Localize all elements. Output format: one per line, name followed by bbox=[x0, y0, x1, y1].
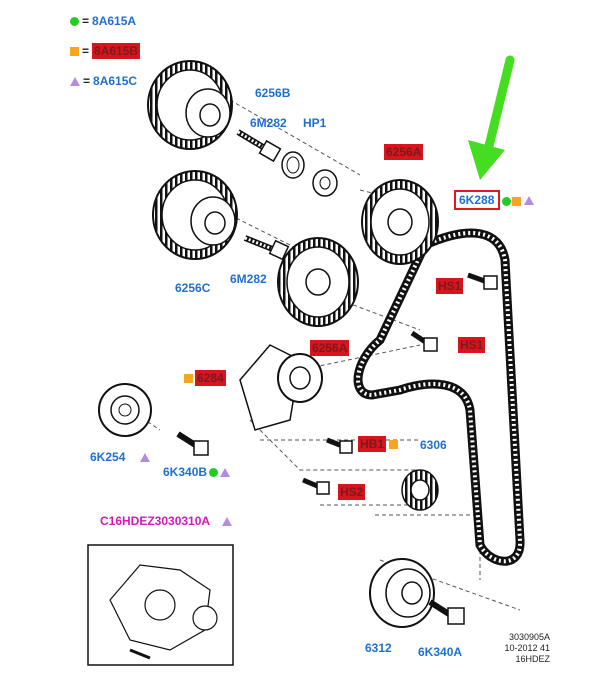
label-6k288: 6K288 bbox=[459, 193, 495, 207]
legend-row-a: =8A615A bbox=[70, 14, 136, 28]
label-6k340a: 6K340A bbox=[418, 645, 463, 659]
label-6256c: 6256C bbox=[175, 281, 211, 295]
reference-line: 3030905A bbox=[508, 632, 550, 642]
cam-pulley-6256b bbox=[147, 60, 233, 150]
orange-square-icon bbox=[389, 440, 398, 449]
label-6284: 6284 bbox=[195, 370, 226, 386]
purple-triangle-icon bbox=[220, 468, 230, 477]
reference-code: 3030905A 10-2012 41 16HDEZ bbox=[478, 632, 550, 665]
label-kit: C16HDEZ3030310A bbox=[100, 514, 211, 528]
tensioner-6284 bbox=[239, 344, 323, 431]
bolt-hs2 bbox=[302, 477, 330, 495]
cam-pulley-6256a-middle bbox=[277, 237, 359, 327]
green-arrow-icon bbox=[468, 55, 515, 180]
legend-code: 8A615B bbox=[92, 43, 141, 59]
highlight-box-6k288 bbox=[454, 190, 500, 210]
legend-code: 8A615A bbox=[92, 14, 137, 28]
label-6256a-middle: 6256A bbox=[310, 340, 350, 356]
orange-square-icon bbox=[512, 197, 521, 206]
purple-triangle-icon bbox=[222, 517, 232, 526]
legend-eq: = bbox=[82, 44, 90, 58]
bolt-6m282-top bbox=[236, 129, 282, 163]
label-6m282-bottom: 6M282 bbox=[230, 272, 267, 286]
washer-hp1 bbox=[281, 151, 338, 197]
pulley-6312 bbox=[369, 558, 435, 628]
orange-square-icon bbox=[184, 374, 193, 383]
label-6m282-top: 6M282 bbox=[250, 116, 287, 130]
label-hb1: HB1 bbox=[358, 436, 387, 452]
reference-line: 10-2012 41 bbox=[504, 643, 550, 653]
cam-pulley-6256c bbox=[152, 170, 238, 260]
water-pump-kit-box bbox=[87, 544, 234, 666]
label-6k254: 6K254 bbox=[90, 450, 126, 464]
purple-triangle-icon bbox=[140, 453, 150, 462]
legend-eq: = bbox=[82, 14, 90, 28]
label-6k340b: 6K340B bbox=[163, 465, 208, 479]
timing-belt bbox=[353, 228, 525, 566]
legend-code: 8A615C bbox=[93, 74, 138, 88]
legend-eq: = bbox=[83, 74, 91, 88]
bolt-hs1-upper bbox=[467, 272, 498, 290]
green-dot-icon bbox=[209, 468, 218, 477]
orange-square-icon bbox=[70, 47, 79, 57]
legend-row-c: =8A615C bbox=[70, 74, 137, 88]
bolt-6k340a bbox=[428, 599, 465, 625]
label-hs1-upper: HS1 bbox=[436, 278, 464, 294]
reference-line: 16HDEZ bbox=[515, 654, 550, 664]
bolt-hb1 bbox=[326, 437, 353, 454]
label-hp1: HP1 bbox=[303, 116, 327, 130]
purple-triangle-icon bbox=[524, 196, 534, 205]
bolt-6m282-bottom bbox=[243, 235, 290, 261]
bolt-6k340b bbox=[176, 431, 209, 456]
idler-6k254 bbox=[98, 383, 152, 437]
green-dot-icon bbox=[70, 17, 79, 27]
label-6312: 6312 bbox=[365, 641, 392, 655]
green-dot-icon bbox=[502, 197, 511, 206]
legend-row-b: =8A615B bbox=[70, 43, 141, 59]
cam-pulley-6256a-right bbox=[361, 179, 439, 265]
bolt-hs1-lower bbox=[410, 330, 438, 352]
crank-pulley-6306 bbox=[401, 469, 439, 511]
label-6256b: 6256B bbox=[255, 86, 291, 100]
label-6256a-top: 6256A bbox=[384, 144, 424, 160]
label-6306: 6306 bbox=[420, 438, 447, 452]
purple-triangle-icon bbox=[70, 77, 80, 87]
label-hs2: HS2 bbox=[338, 484, 366, 500]
label-hs1-lower: HS1 bbox=[458, 337, 486, 353]
